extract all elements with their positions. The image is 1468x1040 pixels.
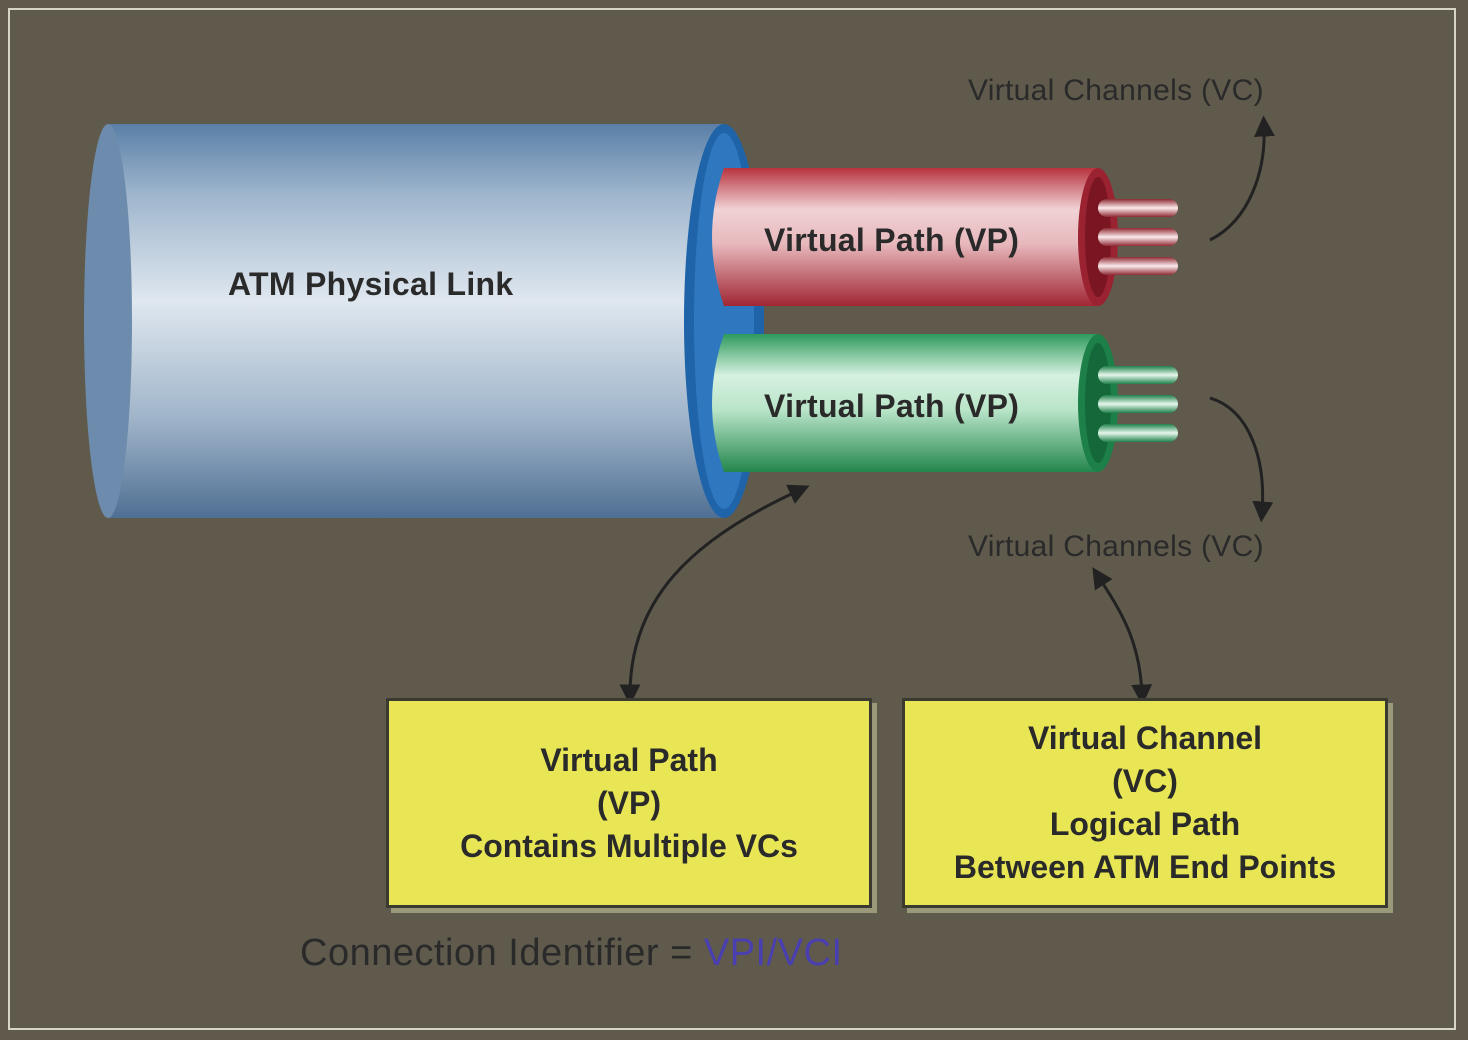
channel-wires-red <box>1098 199 1178 275</box>
vp-box-line: Contains Multiple VCs <box>460 827 798 864</box>
vc-box-line: Logical Path <box>1049 806 1241 842</box>
virtual-path-label-red: Virtual Path (VP) <box>764 222 1020 258</box>
physical-link-label: ATM Physical Link <box>228 266 514 302</box>
caption-prefix: Connection Identifier = <box>300 932 704 974</box>
caption-value: VPI/VCI <box>703 932 843 974</box>
vc-box-line: Virtual Channel <box>1027 720 1263 756</box>
connection-identifier-caption: Connection Identifier = VPI/VCI <box>300 932 843 975</box>
vp-box-line: (VP) <box>597 784 661 821</box>
vc-box-line: (VC) <box>1112 763 1178 799</box>
arrow-vp-box <box>619 484 810 706</box>
vc-box-line: Between ATM End Points <box>953 849 1337 885</box>
virtual-path-label-green: Virtual Path (VP) <box>764 388 1020 424</box>
outer-frame <box>8 8 1456 1030</box>
arrow-vc-box <box>1092 567 1153 706</box>
arrow-top-channels <box>1209 115 1275 242</box>
channel-wires-green <box>1098 366 1178 442</box>
vp-box-line: Virtual Path <box>540 741 718 778</box>
virtual-channel-box: Virtual Channel (VC) Logical Path Betwee… <box>902 698 1388 908</box>
physical-link-cable <box>84 124 764 518</box>
virtual-channels-label-bottom: Virtual Channels (VC) <box>968 530 1264 563</box>
arrow-bottom-channels <box>1209 396 1274 523</box>
virtual-path-box: Virtual Path (VP) Contains Multiple VCs <box>386 698 872 908</box>
virtual-channels-label-top: Virtual Channels (VC) <box>968 74 1264 107</box>
